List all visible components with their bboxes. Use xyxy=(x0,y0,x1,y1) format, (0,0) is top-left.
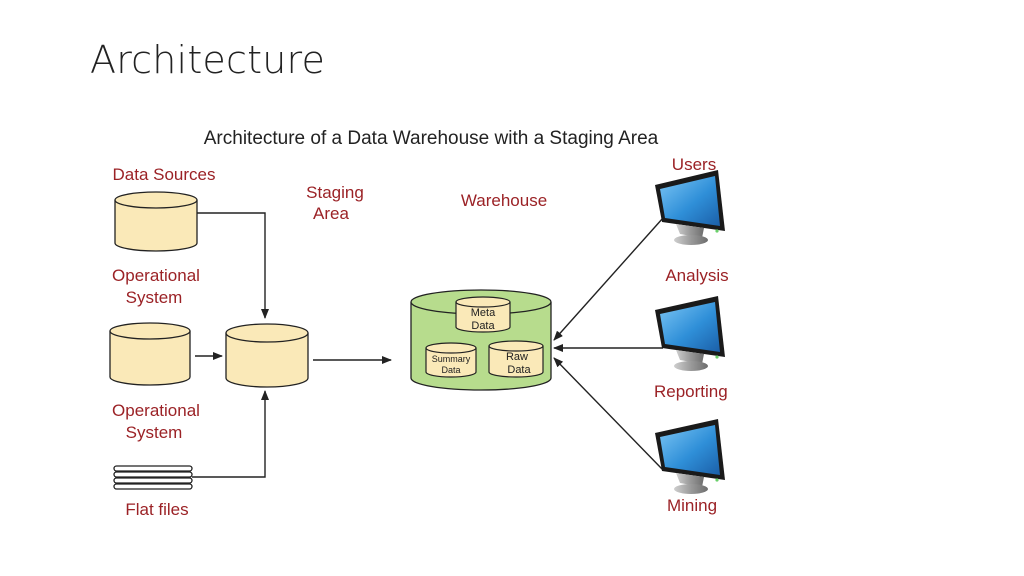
reporting-label: Reporting xyxy=(654,382,728,401)
operational-system-1-label-line2: System xyxy=(126,288,183,307)
diagram-title: Architecture of a Data Warehouse with a … xyxy=(204,128,659,149)
analysis-label: Analysis xyxy=(665,266,728,285)
reporting-label-clip xyxy=(736,378,776,402)
slide-title: Architecture xyxy=(90,38,326,82)
operational-system-1-label-line1: Operational xyxy=(112,266,200,285)
meta-data-label-line1: Meta xyxy=(471,307,496,319)
data-sources-label: Data Sources xyxy=(113,165,216,184)
raw-data-label-line1: Raw xyxy=(506,351,528,363)
flat-files-label: Flat files xyxy=(125,500,188,519)
meta-data-database-icon xyxy=(455,296,511,333)
raw-data-database-icon xyxy=(488,340,544,378)
meta-data-label-line2: Data xyxy=(471,320,495,332)
staging-area-label-line1: Staging xyxy=(306,183,364,202)
source-to-staging-arrows xyxy=(192,212,269,478)
mining-label: Mining xyxy=(667,496,717,515)
raw-data-label-line2: Data xyxy=(507,364,531,376)
operational-system-2-label-line1: Operational xyxy=(112,401,200,420)
summary-data-label-line1: Summary xyxy=(432,354,471,364)
mining-monitor-icon xyxy=(655,419,725,494)
warehouse-label: Warehouse xyxy=(461,191,547,210)
analysis-monitor-icon xyxy=(655,170,725,245)
flat-files-icon xyxy=(113,465,193,490)
summary-data-label-line2: Data xyxy=(441,365,460,375)
operational-system-2-label-line2: System xyxy=(126,423,183,442)
users-label: Users xyxy=(672,155,716,174)
user-to-warehouse-arrows xyxy=(553,217,664,471)
operational-system-1-database-icon xyxy=(114,191,198,252)
summary-data-database-icon xyxy=(425,342,477,378)
staging-area-database-icon xyxy=(225,323,309,388)
staging-area-label-line2: Area xyxy=(313,204,349,223)
reporting-monitor-icon xyxy=(655,296,725,371)
operational-system-2-database-icon xyxy=(109,322,191,386)
